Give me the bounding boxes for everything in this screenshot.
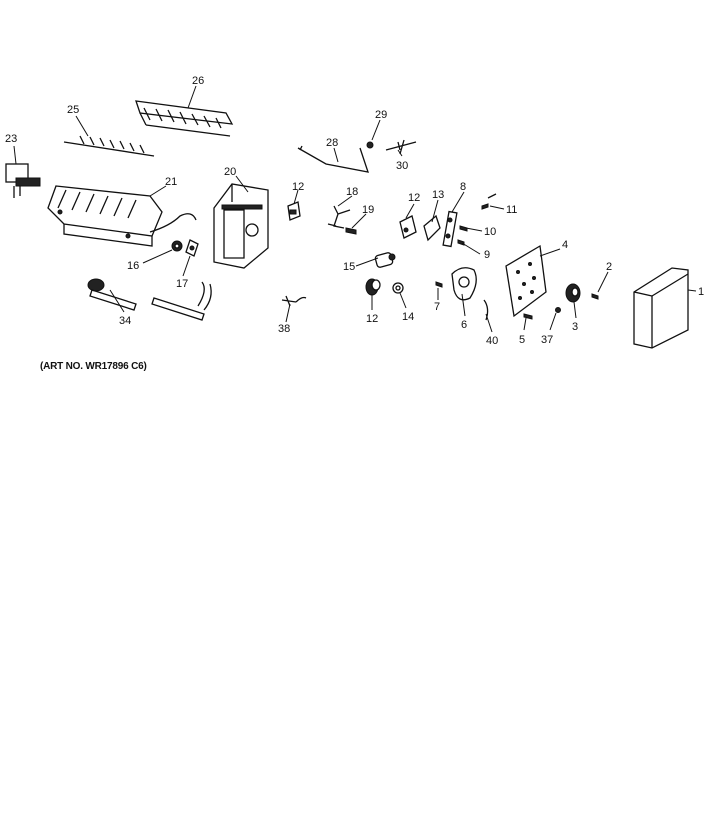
part-7-screw — [435, 281, 443, 288]
callout-26: 26 — [192, 75, 204, 87]
part-2-screw — [591, 293, 599, 300]
leader-lines — [13, 85, 697, 333]
callout-37: 37 — [541, 334, 553, 346]
part-25-ejector — [63, 135, 155, 157]
callout-25: 25 — [67, 104, 79, 116]
part-38-clip — [281, 295, 307, 307]
part-10-screw — [459, 225, 468, 232]
callout-14: 14 — [402, 311, 414, 323]
part-34-arm — [87, 278, 137, 311]
callout-7: 7 — [434, 301, 440, 313]
part-4-mounting-plate — [505, 244, 547, 318]
part-21-ice-mold — [47, 185, 197, 247]
callout-10: 10 — [484, 226, 496, 238]
callout-labels: 1 2 3 4 5 6 7 8 9 10 11 12 12 12 13 14 1… — [5, 75, 704, 347]
part-12-switch-b — [399, 215, 417, 239]
part-3-gear — [565, 283, 581, 303]
part-17-cam — [185, 239, 199, 257]
part-37-washer — [555, 307, 561, 313]
part-12-switch-c — [365, 278, 381, 296]
callout-30: 30 — [396, 160, 408, 172]
callout-9: 9 — [484, 249, 490, 261]
callout-34: 34 — [119, 315, 131, 327]
callout-23: 23 — [5, 133, 17, 145]
part-19-screw — [345, 227, 357, 235]
callout-17: 17 — [176, 278, 188, 290]
part-40-spring — [483, 299, 489, 321]
part-heater-leads — [151, 281, 212, 321]
callout-8: 8 — [460, 181, 466, 193]
callout-12-bottom: 12 — [366, 313, 378, 325]
callout-19: 19 — [362, 204, 374, 216]
callout-28: 28 — [326, 137, 338, 149]
part-15-thermostat — [374, 252, 396, 268]
part-13-gasket — [423, 214, 441, 242]
callout-5: 5 — [519, 334, 525, 346]
callout-20: 20 — [224, 166, 236, 178]
part-20-housing — [213, 183, 269, 269]
callout-40: 40 — [486, 335, 498, 347]
part-28-shutoff-arm — [297, 145, 369, 173]
callout-4: 4 — [562, 239, 568, 251]
callout-16: 16 — [127, 260, 139, 272]
part-18-bracket — [327, 205, 351, 229]
callout-29: 29 — [375, 109, 387, 121]
part-1-cover — [633, 267, 689, 349]
part-29-bushing — [366, 141, 374, 149]
callout-11: 11 — [506, 204, 517, 216]
art-number-caption: (ART NO. WR17896 C6) — [40, 361, 147, 372]
callout-1: 1 — [698, 286, 704, 298]
part-16-gear — [171, 240, 183, 252]
callout-21: 21 — [165, 176, 177, 188]
part-5-screw — [523, 313, 533, 320]
callout-2: 2 — [606, 261, 612, 273]
part-14-cam — [392, 282, 404, 294]
part-12-switch-a — [287, 201, 301, 221]
part-26-bar — [135, 100, 234, 137]
part-8-bracket — [442, 210, 458, 248]
callout-13: 13 — [432, 189, 444, 201]
part-11-screw — [481, 193, 497, 210]
part-30-pin — [385, 139, 417, 155]
callout-6: 6 — [461, 319, 467, 331]
callout-3: 3 — [572, 321, 578, 333]
part-23-bracket — [5, 163, 41, 198]
callout-15: 15 — [343, 261, 355, 273]
callout-12-top: 12 — [292, 181, 304, 193]
callout-18: 18 — [346, 186, 358, 198]
part-6-motor — [451, 267, 477, 301]
callout-38: 38 — [278, 323, 290, 335]
callout-12-mid: 12 — [408, 192, 420, 204]
